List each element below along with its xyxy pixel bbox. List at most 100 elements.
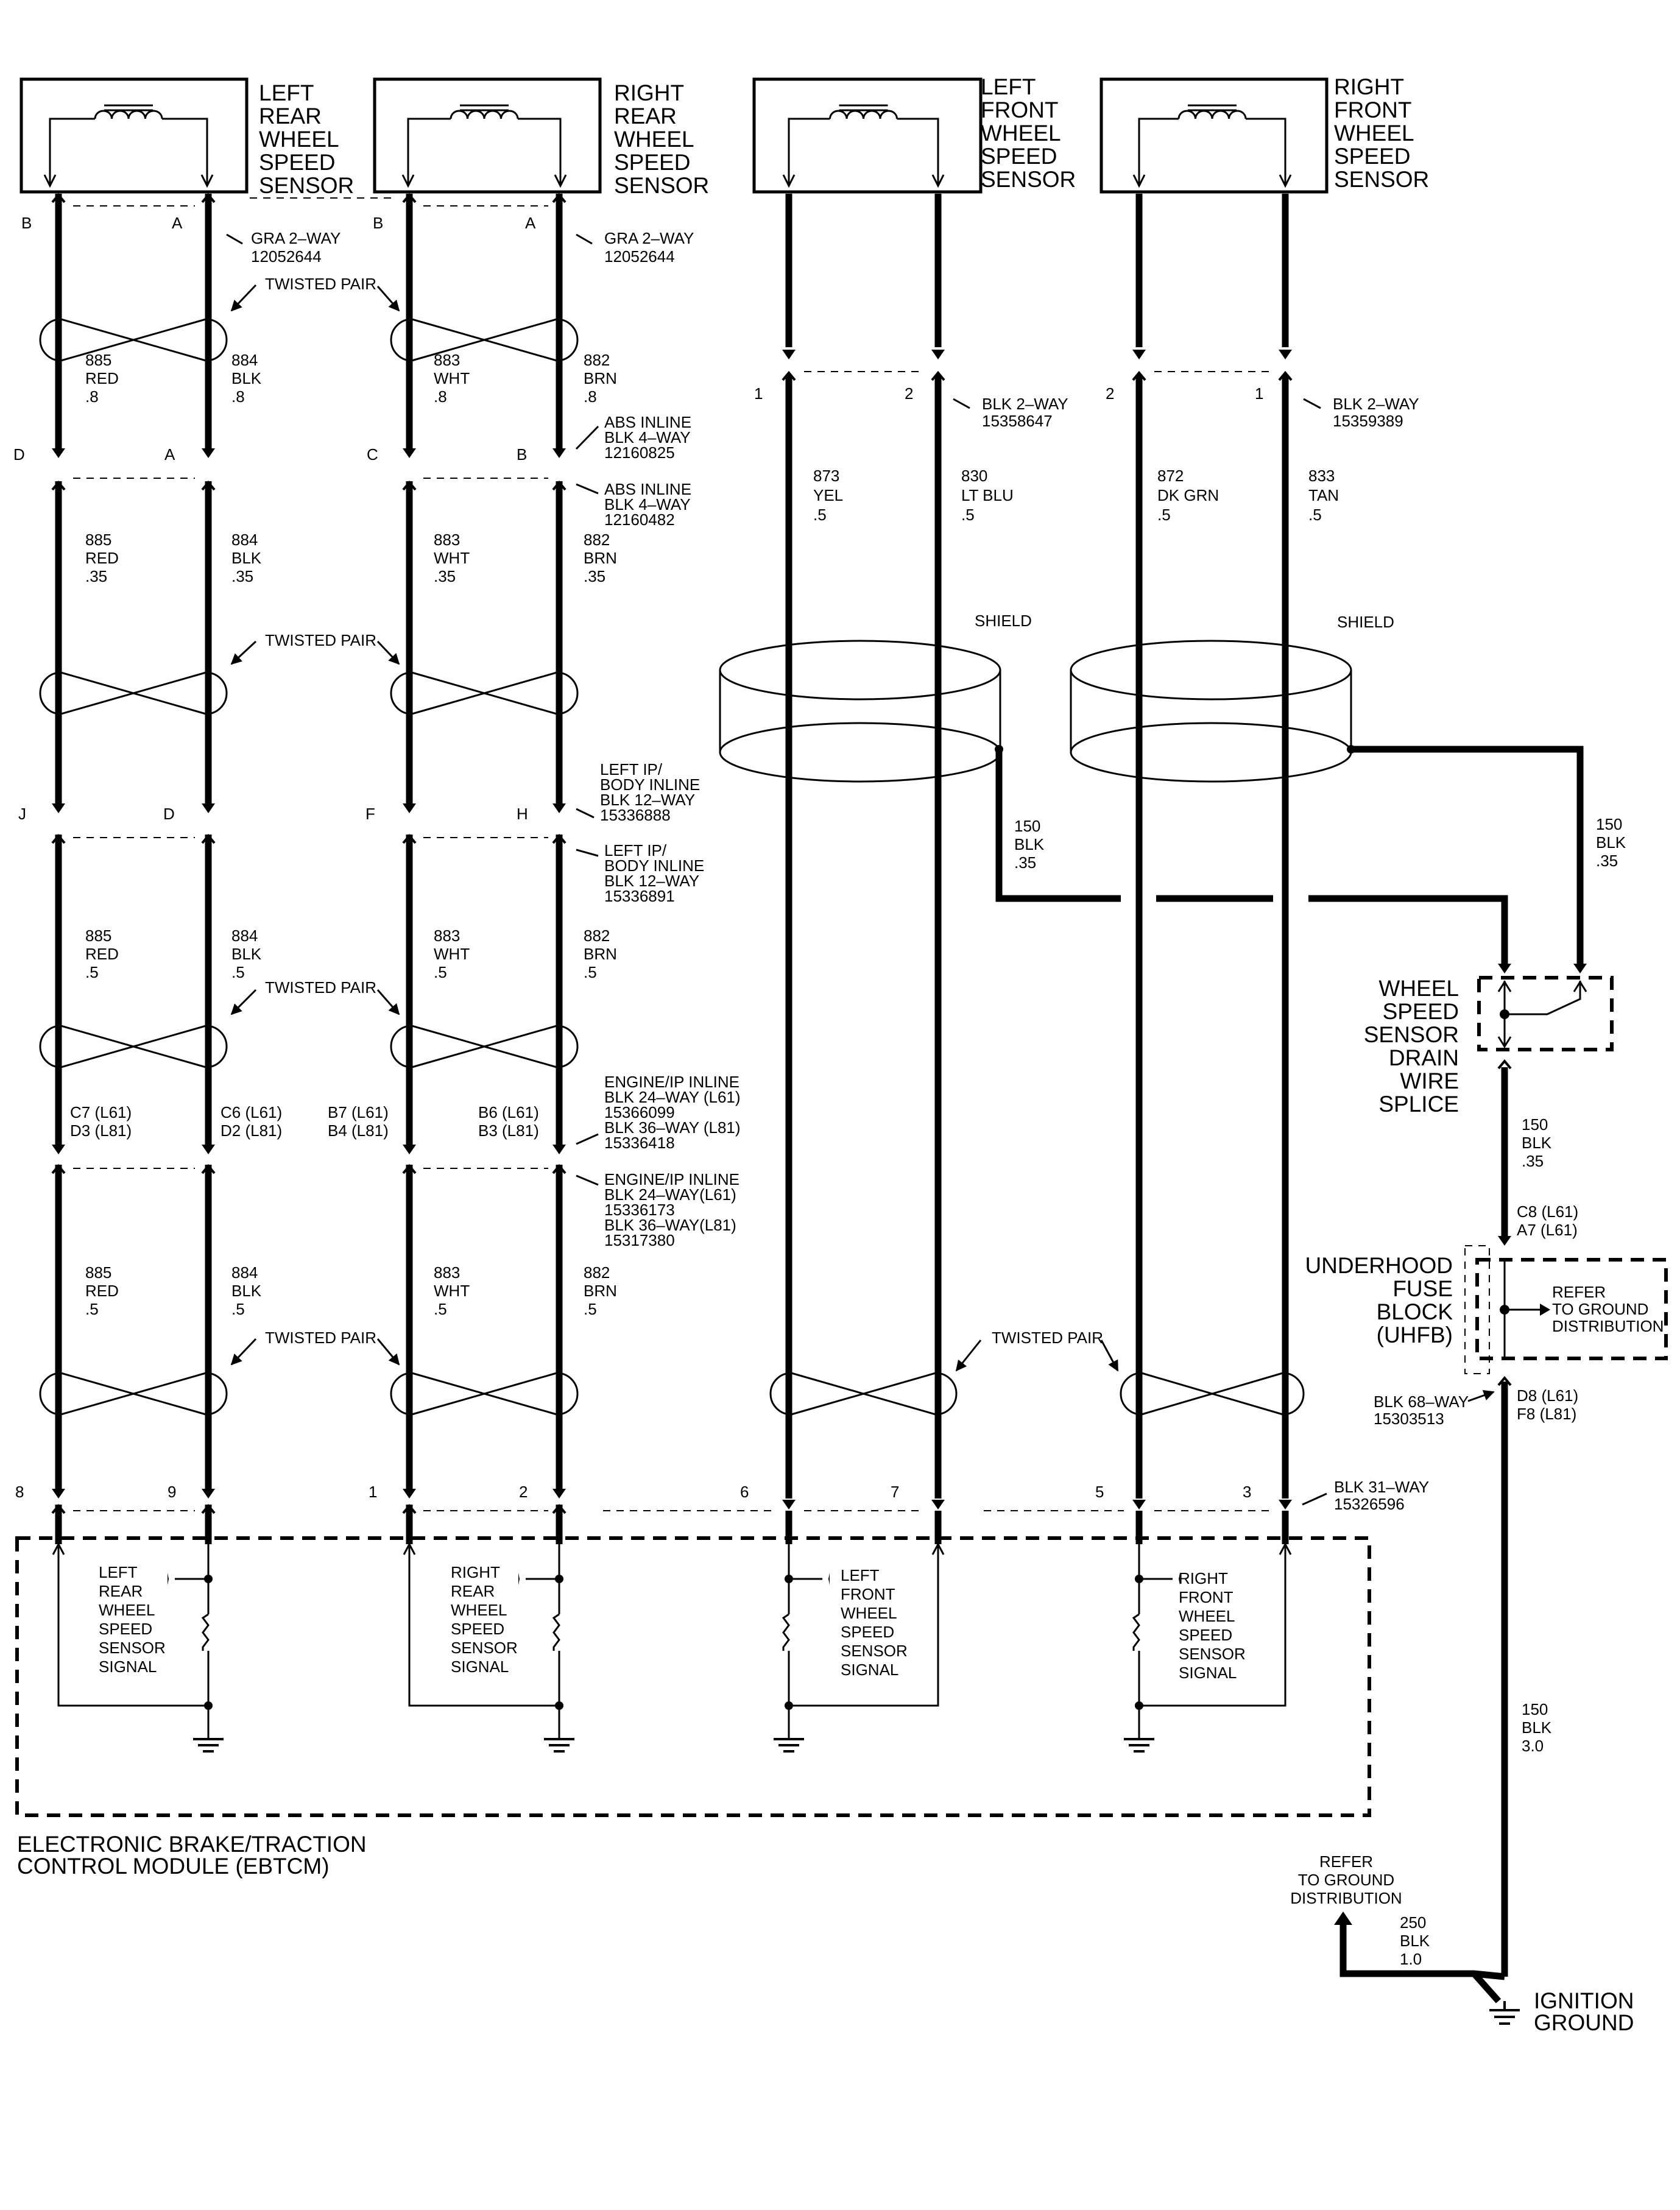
uhfb-label: FUSE	[1392, 1276, 1453, 1301]
wire-label: .8	[584, 387, 597, 406]
signal-node	[1135, 1701, 1143, 1710]
wire-label: WHT	[434, 945, 470, 963]
signal-arrow	[52, 1542, 65, 1555]
wire-arrowhead	[552, 1489, 566, 1499]
labels: LEFTREARWHEELSPEEDSENSORRIGHTREARWHEELSP…	[13, 74, 1664, 2035]
connector-entry	[931, 370, 945, 381]
connector-label: 12052644	[251, 247, 322, 266]
wire-label: .8	[434, 387, 447, 406]
connector-entry	[402, 192, 417, 203]
resistor	[782, 1613, 790, 1651]
wire-label: BLK	[231, 549, 262, 567]
splice-wire	[1505, 981, 1581, 1015]
wire-label: .5	[1308, 506, 1322, 524]
connector-entry	[51, 1163, 66, 1174]
ebtcm-title: CONTROL MODULE (EBTCM)	[17, 1854, 330, 1879]
sensor-label: SPEED	[981, 144, 1057, 169]
uhfb-arrow	[1540, 1304, 1550, 1316]
twisted-cross	[411, 671, 557, 715]
pin-label: C6 (L61)	[221, 1103, 282, 1121]
signal-label: WHEEL	[1179, 1607, 1235, 1625]
wire-arrowhead	[202, 1145, 215, 1154]
ignition-ground-label: IGNITION	[1534, 1988, 1634, 2013]
signal-arrowhead	[1179, 1573, 1180, 1585]
wire-label: DK GRN	[1157, 486, 1219, 504]
wire-label: WHT	[434, 549, 470, 567]
uhfb-side	[1464, 1245, 1490, 1374]
wire-label: .5	[961, 506, 975, 524]
wire-arrowhead	[1498, 964, 1511, 973]
pointer-arrow	[376, 989, 400, 1015]
signal-label: LEFT	[99, 1563, 138, 1581]
connector-pointer	[576, 233, 593, 245]
wire-label: .5	[584, 1300, 597, 1318]
connector-label: BLK 24–WAY (L61)	[604, 1088, 741, 1106]
wire-label: BLK	[231, 369, 262, 387]
signal-label: FRONT	[1179, 1588, 1234, 1606]
pin-label: 9	[168, 1483, 176, 1501]
splice-label: DRAIN	[1389, 1045, 1459, 1070]
wire-label: .35	[231, 567, 253, 585]
twisted-loop	[1282, 1372, 1305, 1416]
lead-arrow	[401, 174, 415, 188]
refer-label: TO GROUND	[1552, 1300, 1648, 1318]
pin-label: 2	[519, 1483, 528, 1501]
sensor-label: SENSOR	[1334, 167, 1429, 192]
wire-label: .5	[434, 1300, 447, 1318]
connector-entry	[201, 192, 216, 203]
wire-arrowhead	[202, 803, 215, 813]
pointer-arrow	[955, 1340, 982, 1372]
connector-label: LEFT IP/	[600, 760, 663, 778]
connector-label: 15366099	[604, 1103, 675, 1121]
resistor	[201, 1613, 210, 1651]
ground-wire	[1471, 1971, 1502, 2003]
connector-entry	[1132, 370, 1146, 381]
signal-label: REAR	[99, 1582, 143, 1600]
wire-arrowhead	[403, 1489, 416, 1499]
connector-label: ENGINE/IP INLINE	[604, 1073, 739, 1091]
twisted-pair-label: TWISTED PAIR	[265, 275, 376, 293]
pin-label: A	[164, 445, 175, 464]
wire-label: RED	[85, 1282, 119, 1300]
wire-label: .5	[231, 963, 245, 981]
pin-label: B4 (L81)	[328, 1121, 389, 1140]
ground-ref-arrow	[1334, 1912, 1352, 1925]
signal-label: WHEEL	[451, 1601, 507, 1619]
wire-label: 872	[1157, 467, 1184, 485]
connector-entry	[552, 1163, 566, 1174]
connector-label: 12052644	[604, 247, 675, 266]
connector-entry	[51, 1503, 66, 1514]
wire-label: 882	[584, 1263, 610, 1282]
wire-path	[995, 749, 1121, 902]
pin-label: B	[373, 214, 383, 232]
connector-entry	[51, 833, 66, 844]
twisted-cross	[411, 1372, 557, 1416]
connector-label: BLK 36–WAY(L81)	[604, 1216, 736, 1234]
twisted-loop	[390, 318, 412, 362]
connector-entry	[1278, 370, 1293, 381]
refer-label: REFER	[1319, 1852, 1373, 1871]
connector-label: 15326596	[1334, 1495, 1405, 1513]
wire-label: 150	[1596, 815, 1622, 833]
wire-label: 883	[434, 927, 460, 945]
coil-lead	[518, 118, 562, 185]
wire-label: BRN	[584, 945, 617, 963]
twisted-loop	[39, 671, 62, 715]
twisted-loop	[205, 1025, 228, 1068]
pointer-arrow	[230, 989, 257, 1015]
signal-line	[57, 1544, 208, 1707]
wire-label: 833	[1308, 467, 1335, 485]
coil	[94, 110, 163, 119]
pointer-arrow	[230, 640, 257, 665]
twisted-loop	[39, 1025, 62, 1068]
shield-ellipse	[1070, 640, 1352, 701]
connector-entry	[402, 1503, 417, 1514]
twisted-cross	[791, 1372, 936, 1416]
wire-arrowhead	[403, 803, 416, 813]
coil	[450, 110, 519, 119]
pin-label: 2	[1106, 384, 1114, 403]
connector-label: 12160482	[604, 510, 675, 529]
uhfb-label: BLOCK	[1377, 1299, 1453, 1324]
pin-label: A7 (L61)	[1517, 1221, 1578, 1239]
signal-label: SIGNAL	[1179, 1664, 1237, 1682]
